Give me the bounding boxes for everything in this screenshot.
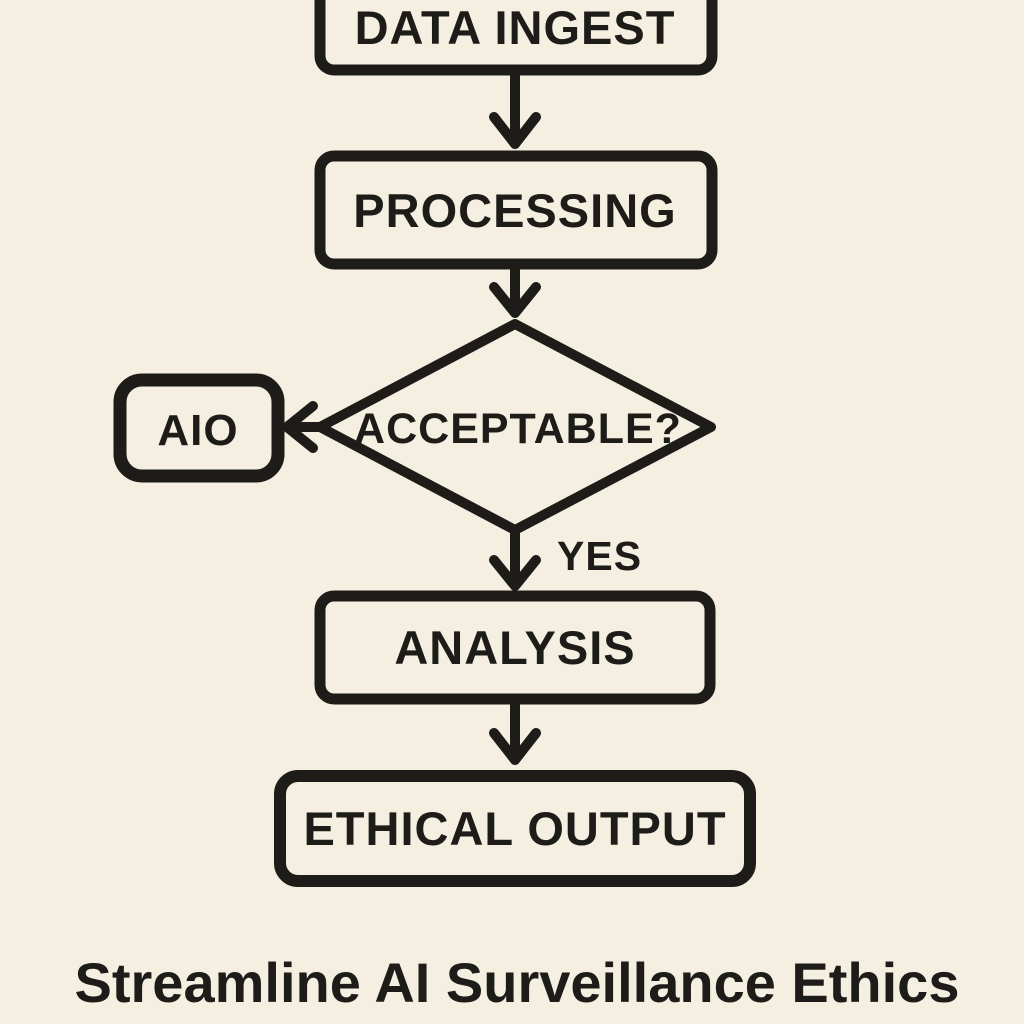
- arrow-acceptable-to-analysis-icon: [489, 527, 541, 591]
- aio-box: [113, 373, 285, 483]
- node-acceptable: ACCEPTABLE?: [315, 319, 716, 535]
- arrow-processing-to-acceptable-icon: [489, 264, 541, 318]
- node-analysis: ANALYSIS: [314, 590, 716, 705]
- acceptable-label: ACCEPTABLE?: [354, 405, 682, 453]
- data-ingest-box: [314, 0, 718, 76]
- arrow-acceptable-to-aio-icon: [282, 401, 325, 453]
- processing-label: PROCESSING: [353, 184, 676, 237]
- node-processing: PROCESSING: [314, 150, 718, 270]
- node-ethical-output: ETHICAL OUTPUT: [274, 770, 756, 887]
- processing-box: [314, 150, 718, 270]
- aio-label: AIO: [157, 406, 238, 455]
- ethical-output-label: ETHICAL OUTPUT: [303, 802, 726, 855]
- arrow-ingest-to-processing-icon: [489, 71, 541, 149]
- node-data-ingest: DATA INGEST: [314, 0, 718, 76]
- yes-edge-label: YES: [557, 533, 642, 579]
- analysis-label: ANALYSIS: [394, 621, 635, 674]
- ethical-output-box: [274, 770, 756, 887]
- node-aio: AIO: [113, 373, 285, 483]
- data-ingest-label: DATA INGEST: [355, 1, 676, 54]
- caption: Streamline AI Surveillance Ethics: [75, 951, 960, 1014]
- arrow-analysis-to-output-icon: [489, 699, 541, 765]
